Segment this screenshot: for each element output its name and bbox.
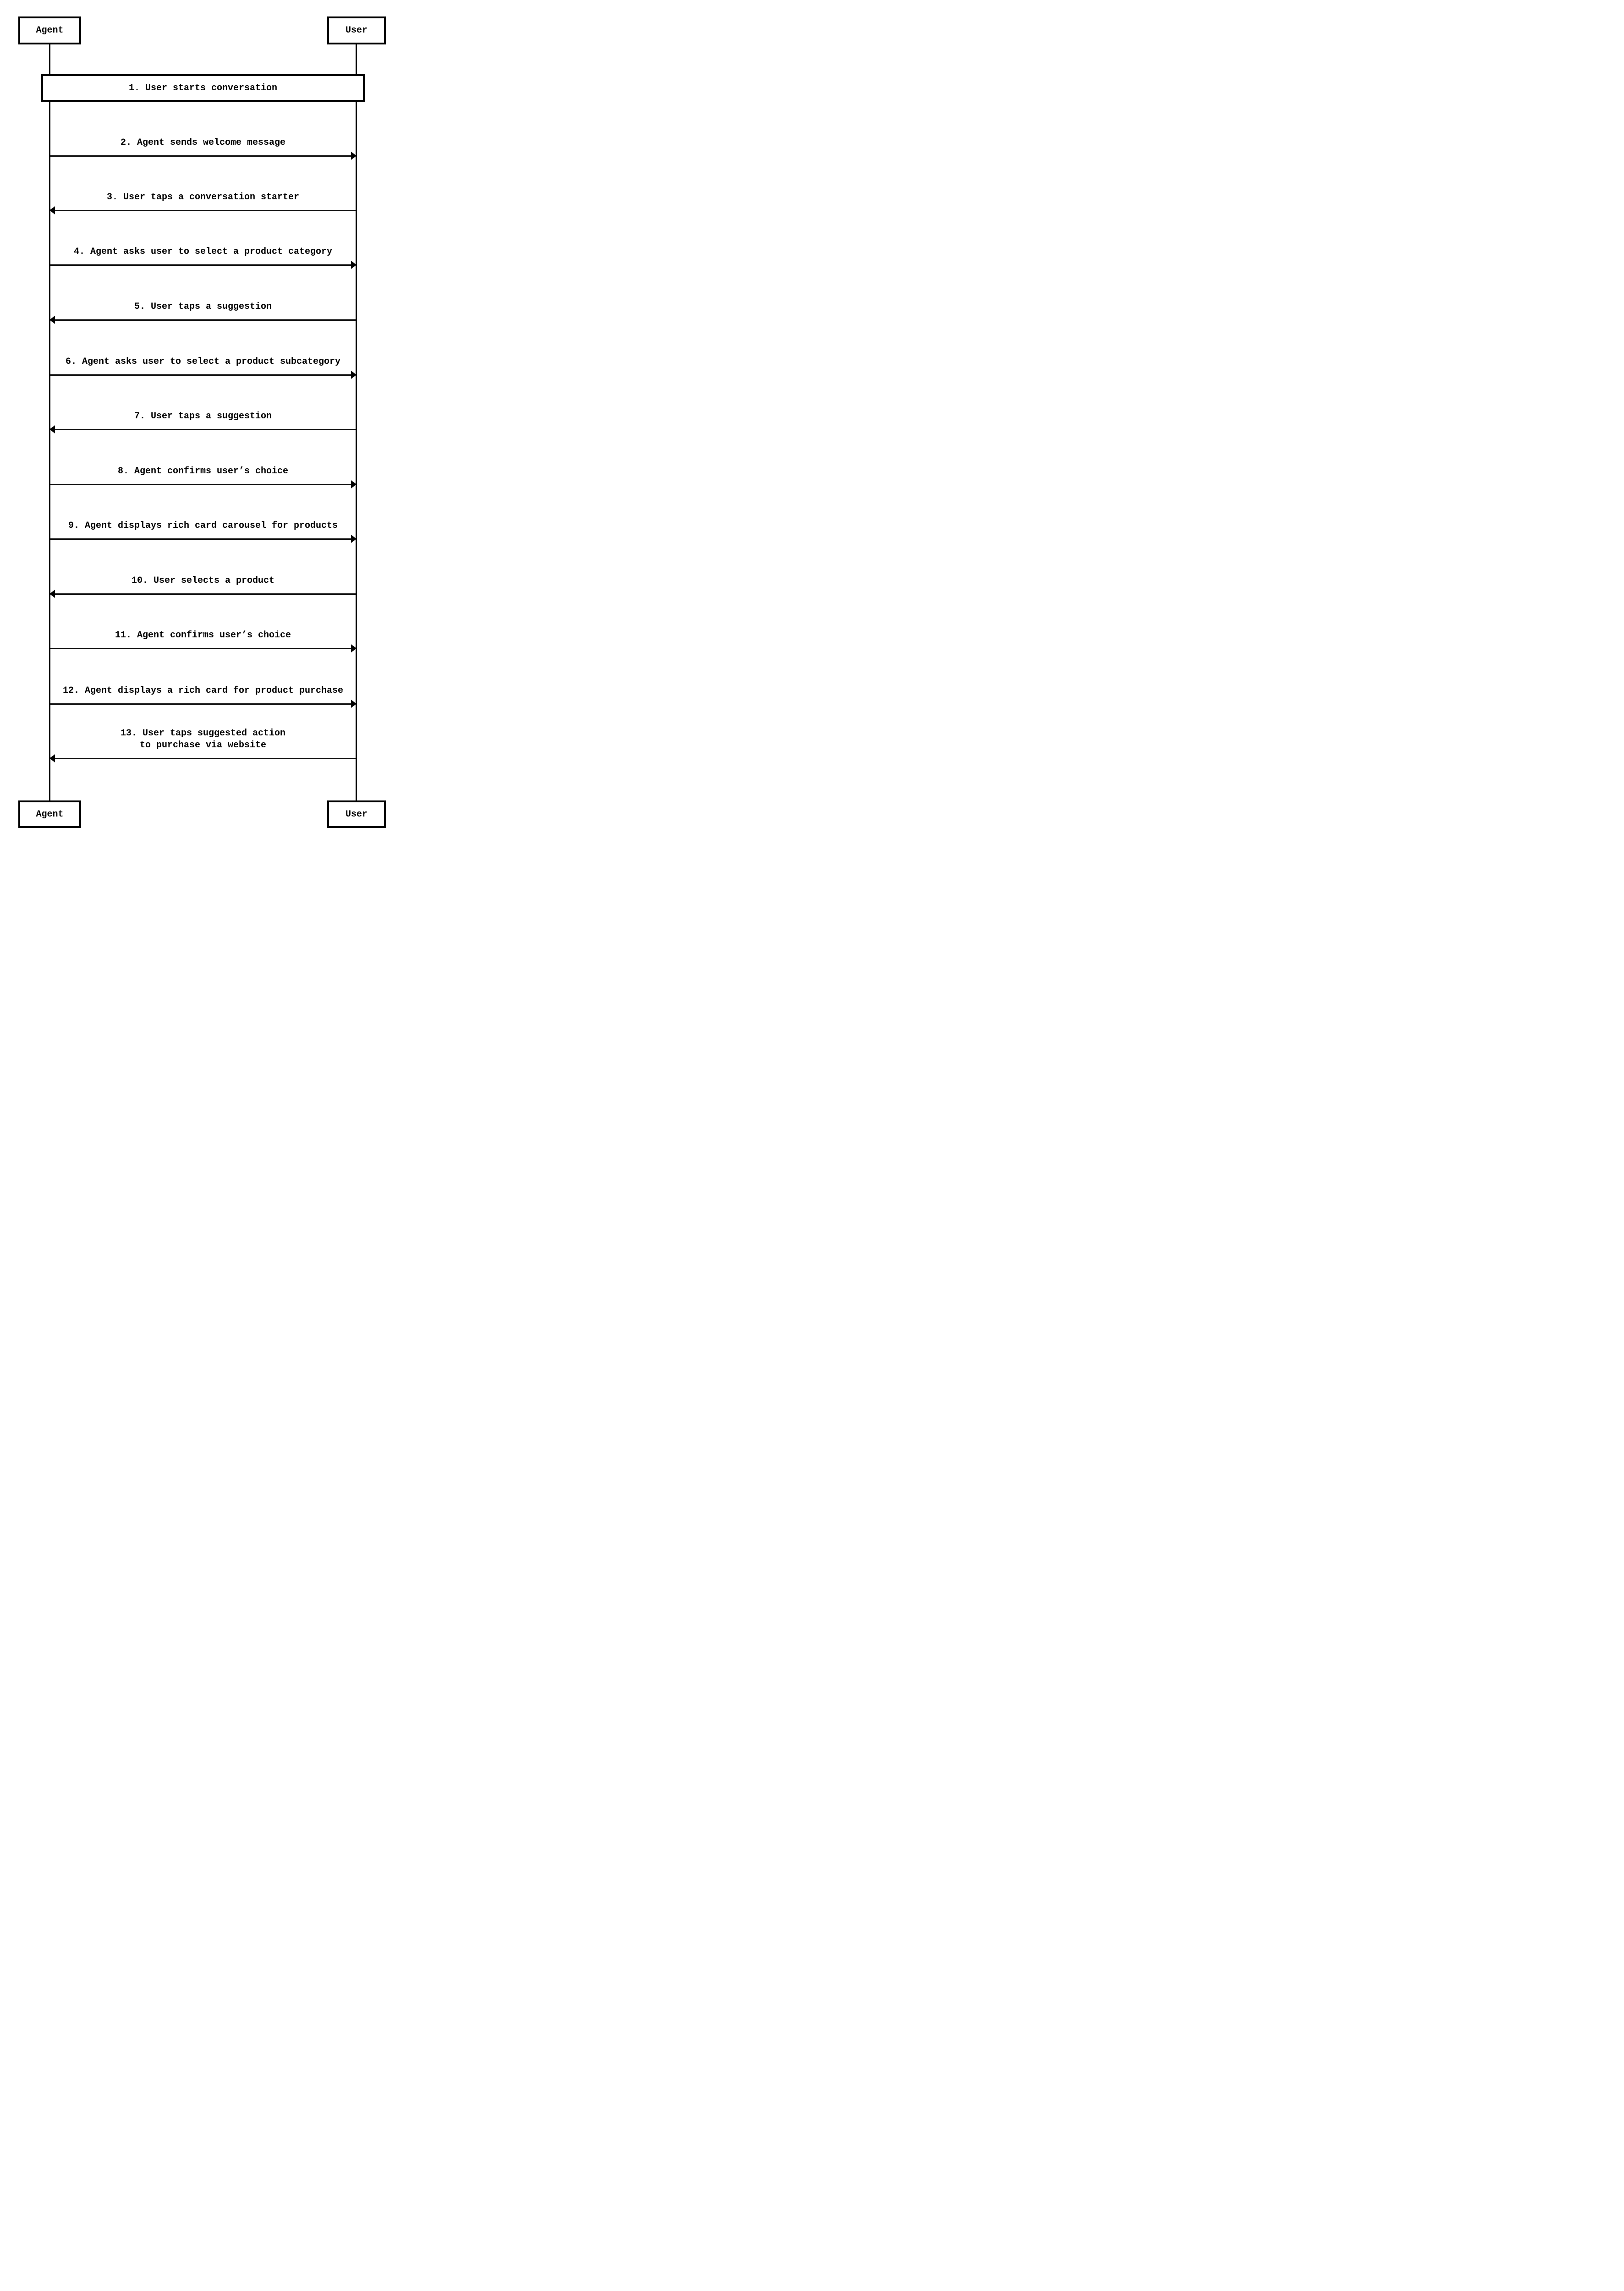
message-arrow-line: [55, 210, 356, 211]
message-arrow-line: [49, 155, 351, 157]
message-row: 12. Agent displays a rich card for produ…: [0, 672, 406, 708]
arrowhead-left-icon: [49, 425, 55, 433]
actor-box-user-bottom: User: [327, 800, 386, 828]
message-label: 12. Agent displays a rich card for produ…: [62, 685, 344, 696]
arrowhead-right-icon: [351, 644, 357, 652]
band-user-starts-conversation: 1. User starts conversation: [41, 74, 365, 102]
message-row: 6. Agent asks user to select a product s…: [0, 343, 406, 379]
message-label: 13. User taps suggested action to purcha…: [49, 728, 357, 751]
message-label: 8. Agent confirms user’s choice: [117, 466, 289, 477]
message-arrow-line: [55, 758, 356, 759]
message-label: 2. Agent sends welcome message: [120, 137, 286, 148]
message-row: 9. Agent displays rich card carousel for…: [0, 507, 406, 543]
actor-box-agent-bottom: Agent: [18, 800, 81, 828]
message-row: 2. Agent sends welcome message: [0, 124, 406, 160]
message-arrow-line: [49, 264, 351, 266]
arrowhead-right-icon: [351, 480, 357, 488]
arrowhead-right-icon: [351, 535, 357, 543]
actor-box-agent-top: Agent: [18, 16, 81, 44]
message-label-line-1: 13. User taps suggested action: [120, 728, 286, 739]
message-arrow-line: [49, 484, 351, 485]
message-label: 7. User taps a suggestion: [134, 411, 272, 422]
sequence-diagram: Agent User 1. User starts conversation 2…: [0, 0, 406, 852]
message-row: 7. User taps a suggestion: [0, 397, 406, 434]
message-label: 4. Agent asks user to select a product c…: [73, 247, 333, 257]
arrowhead-left-icon: [49, 206, 55, 214]
message-label: 6. Agent asks user to select a product s…: [65, 356, 341, 367]
message-label-line-2: to purchase via website: [139, 740, 267, 751]
message-row: 13. User taps suggested action to purcha…: [0, 726, 406, 763]
message-label: 3. User taps a conversation starter: [106, 192, 300, 203]
message-label: 9. Agent displays rich card carousel for…: [68, 521, 338, 531]
message-arrow-line: [49, 538, 351, 540]
message-label: 5. User taps a suggestion: [134, 301, 272, 312]
message-arrow-line: [49, 703, 351, 705]
lifeline-user: [356, 44, 357, 800]
message-arrow-line: [55, 319, 356, 321]
arrowhead-left-icon: [49, 316, 55, 324]
message-row: 4. Agent asks user to select a product c…: [0, 233, 406, 269]
message-arrow-line: [55, 593, 356, 595]
arrowhead-left-icon: [49, 754, 55, 762]
message-arrow-line: [49, 648, 351, 649]
message-row: 10. User selects a product: [0, 562, 406, 598]
message-label: 10. User selects a product: [131, 575, 275, 586]
lifeline-agent: [49, 44, 50, 800]
message-row: 8. Agent confirms user’s choice: [0, 452, 406, 489]
message-label: 11. Agent confirms user’s choice: [115, 630, 291, 641]
message-row: 11. Agent confirms user’s choice: [0, 616, 406, 653]
arrowhead-right-icon: [351, 700, 357, 708]
arrowhead-left-icon: [49, 590, 55, 598]
arrowhead-right-icon: [351, 371, 357, 379]
actor-box-user-top: User: [327, 16, 386, 44]
arrowhead-right-icon: [351, 261, 357, 269]
arrowhead-right-icon: [351, 152, 357, 160]
message-arrow-line: [55, 429, 356, 430]
message-row: 5. User taps a suggestion: [0, 288, 406, 324]
message-row: 3. User taps a conversation starter: [0, 178, 406, 215]
message-arrow-line: [49, 374, 351, 376]
